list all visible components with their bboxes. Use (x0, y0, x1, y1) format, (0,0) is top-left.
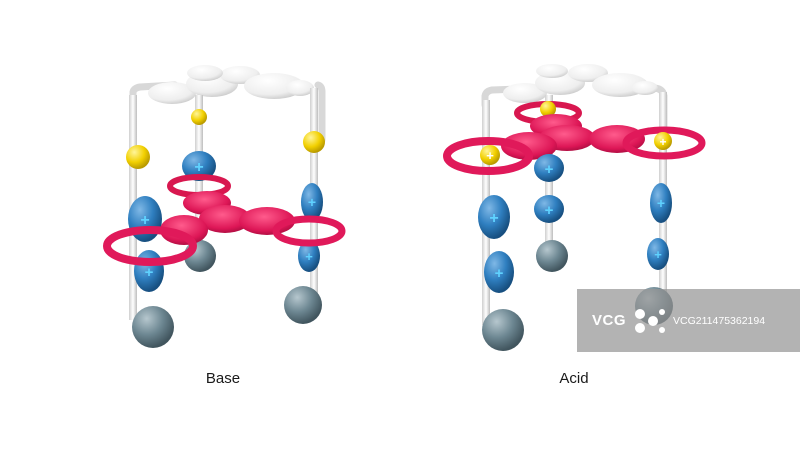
caption-base: Base (205, 370, 241, 387)
watermark: VCG VCG211475362194 (577, 289, 800, 352)
plus-icon: + (657, 195, 665, 211)
base-ring-right (272, 215, 346, 247)
base-top-platform (129, 65, 326, 144)
base-ring-left (103, 226, 197, 266)
base-stopper-left (132, 306, 174, 348)
plus-icon: + (654, 247, 662, 262)
plus-icon: + (545, 202, 554, 219)
acid-bead-left-upper (478, 195, 510, 239)
plus-icon: + (145, 264, 154, 281)
plus-icon: + (495, 265, 504, 282)
base-stopper-right (284, 286, 322, 324)
plus-icon: + (486, 148, 494, 163)
base-charge-ball-middle (191, 109, 207, 125)
plus-icon: + (194, 159, 203, 176)
plus-icon: + (659, 135, 666, 149)
acid-bead-right-lower (647, 238, 669, 270)
watermark-logo: VCG (592, 312, 627, 329)
acid-bead-middle-upper (534, 154, 564, 182)
base-bead-middle (182, 151, 216, 181)
acid-bead-middle-lower (534, 195, 564, 223)
plus-icon: + (308, 194, 316, 210)
acid-stopper-middle (536, 240, 568, 272)
acid-charge-ball-left (480, 145, 500, 165)
base-bead-right-upper (301, 183, 323, 221)
acid-bead-right-upper (650, 183, 672, 223)
plus-icon: + (305, 249, 313, 264)
plus-icon: + (545, 161, 554, 178)
acid-charge-ball-right (654, 132, 672, 150)
caption-acid: Acid (559, 370, 589, 387)
base-charge-ball-right (303, 131, 325, 153)
plus-icon: + (140, 212, 149, 229)
acid-stopper-left (482, 309, 524, 351)
watermark-id: VCG211475362194 (673, 314, 766, 327)
acid-bead-left-lower (484, 251, 514, 293)
acid-ring-platform (443, 114, 706, 175)
acid-ring-left (443, 137, 533, 175)
base-state-molecule: + + + + + (103, 65, 346, 348)
base-charge-ball-left (126, 145, 150, 169)
base-ring-platform (103, 191, 346, 266)
acid-charge-ball-middle (540, 101, 556, 117)
watermark-mark-icon (635, 308, 666, 333)
plus-icon: + (489, 210, 498, 227)
acid-ring-right (622, 126, 706, 160)
base-bead-right-lower (298, 240, 320, 272)
